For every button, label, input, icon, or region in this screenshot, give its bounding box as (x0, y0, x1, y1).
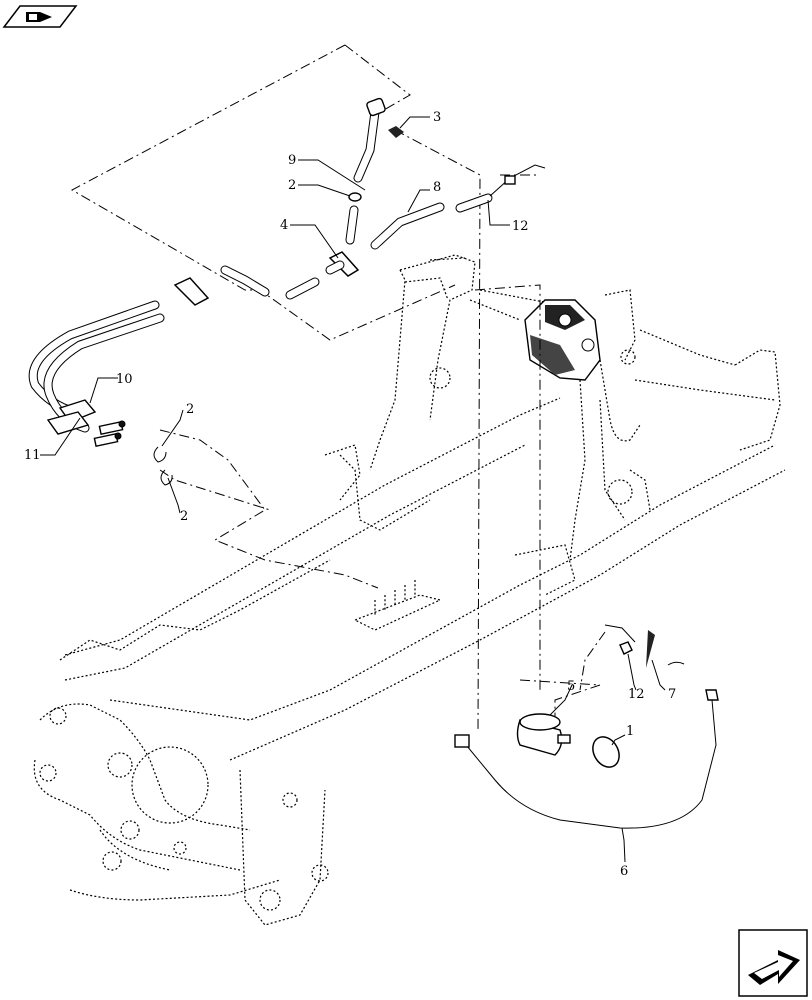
callout-12b: 12 (628, 687, 645, 702)
callout-2c: 2 (180, 509, 188, 524)
callout-7: 7 (668, 687, 676, 702)
callout-3: 3 (433, 110, 441, 125)
filter-assembly (454, 624, 719, 829)
hoses (28, 97, 546, 486)
callouts: 3 9 2 8 4 12 10 11 2 2 5 12 7 1 6 (24, 110, 676, 879)
leader-lines (40, 116, 666, 863)
callout-4: 4 (280, 218, 288, 233)
dash-dot-guides (70, 44, 606, 741)
chassis-frame (33, 254, 786, 926)
callout-9: 9 (288, 153, 296, 168)
book-back-icon[interactable] (2, 5, 78, 28)
callout-2a: 2 (288, 178, 296, 193)
callout-6: 6 (620, 864, 628, 879)
next-page-arrow-icon[interactable] (738, 929, 808, 997)
callout-12a: 12 (512, 219, 529, 234)
callout-1: 1 (626, 724, 634, 739)
callout-10: 10 (116, 372, 133, 387)
callout-5: 5 (567, 679, 575, 694)
callout-8: 8 (433, 180, 441, 195)
callout-2b: 2 (186, 402, 194, 417)
hydraulic-motor-assembly (524, 299, 641, 442)
callout-11: 11 (24, 448, 41, 463)
